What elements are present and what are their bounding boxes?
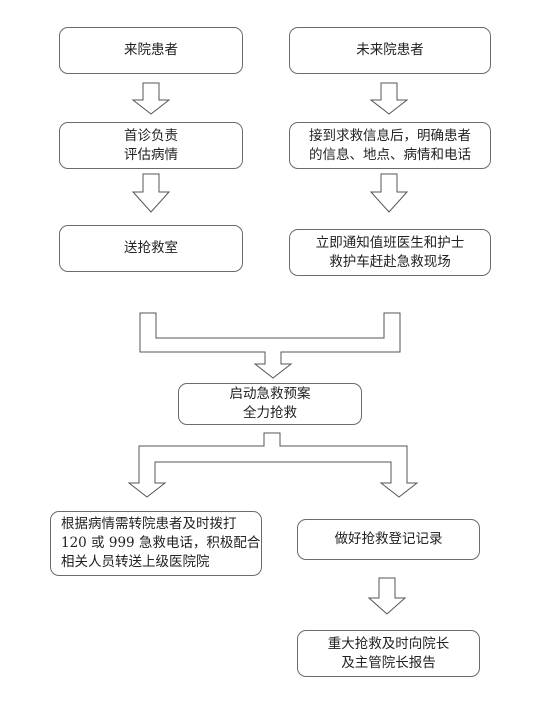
arrow-down-icon (131, 173, 171, 213)
box-came-to-hospital: 来院患者 (59, 27, 243, 74)
box-notify-team: 立即通知值班医生和护士 救护车赶赴急救现场 (289, 229, 491, 276)
box-report: 重大抢救及时向院长 及主管院长报告 (297, 630, 480, 677)
box-transfer: 根据病情需转院患者及时拨打 120 或 999 急救电话，积极配合 相关人员转送… (50, 511, 262, 576)
box-record: 做好抢救登记记录 (297, 519, 480, 560)
arrow-down-icon (367, 577, 407, 615)
arrow-down-icon (369, 173, 409, 213)
box-send-rescue-room: 送抢救室 (59, 225, 243, 272)
split-arrow-icon (127, 432, 419, 498)
box-first-doctor: 首诊负责 评估病情 (59, 122, 243, 169)
merge-arrow-icon (139, 312, 401, 379)
box-start-plan: 启动急救预案 全力抢救 (178, 383, 362, 425)
box-receive-info: 接到求救信息后，明确患者 的信息、地点、病情和电话 (289, 122, 491, 169)
box-not-came: 未来院患者 (289, 27, 491, 74)
arrow-down-icon (369, 82, 409, 115)
arrow-down-icon (131, 82, 171, 115)
